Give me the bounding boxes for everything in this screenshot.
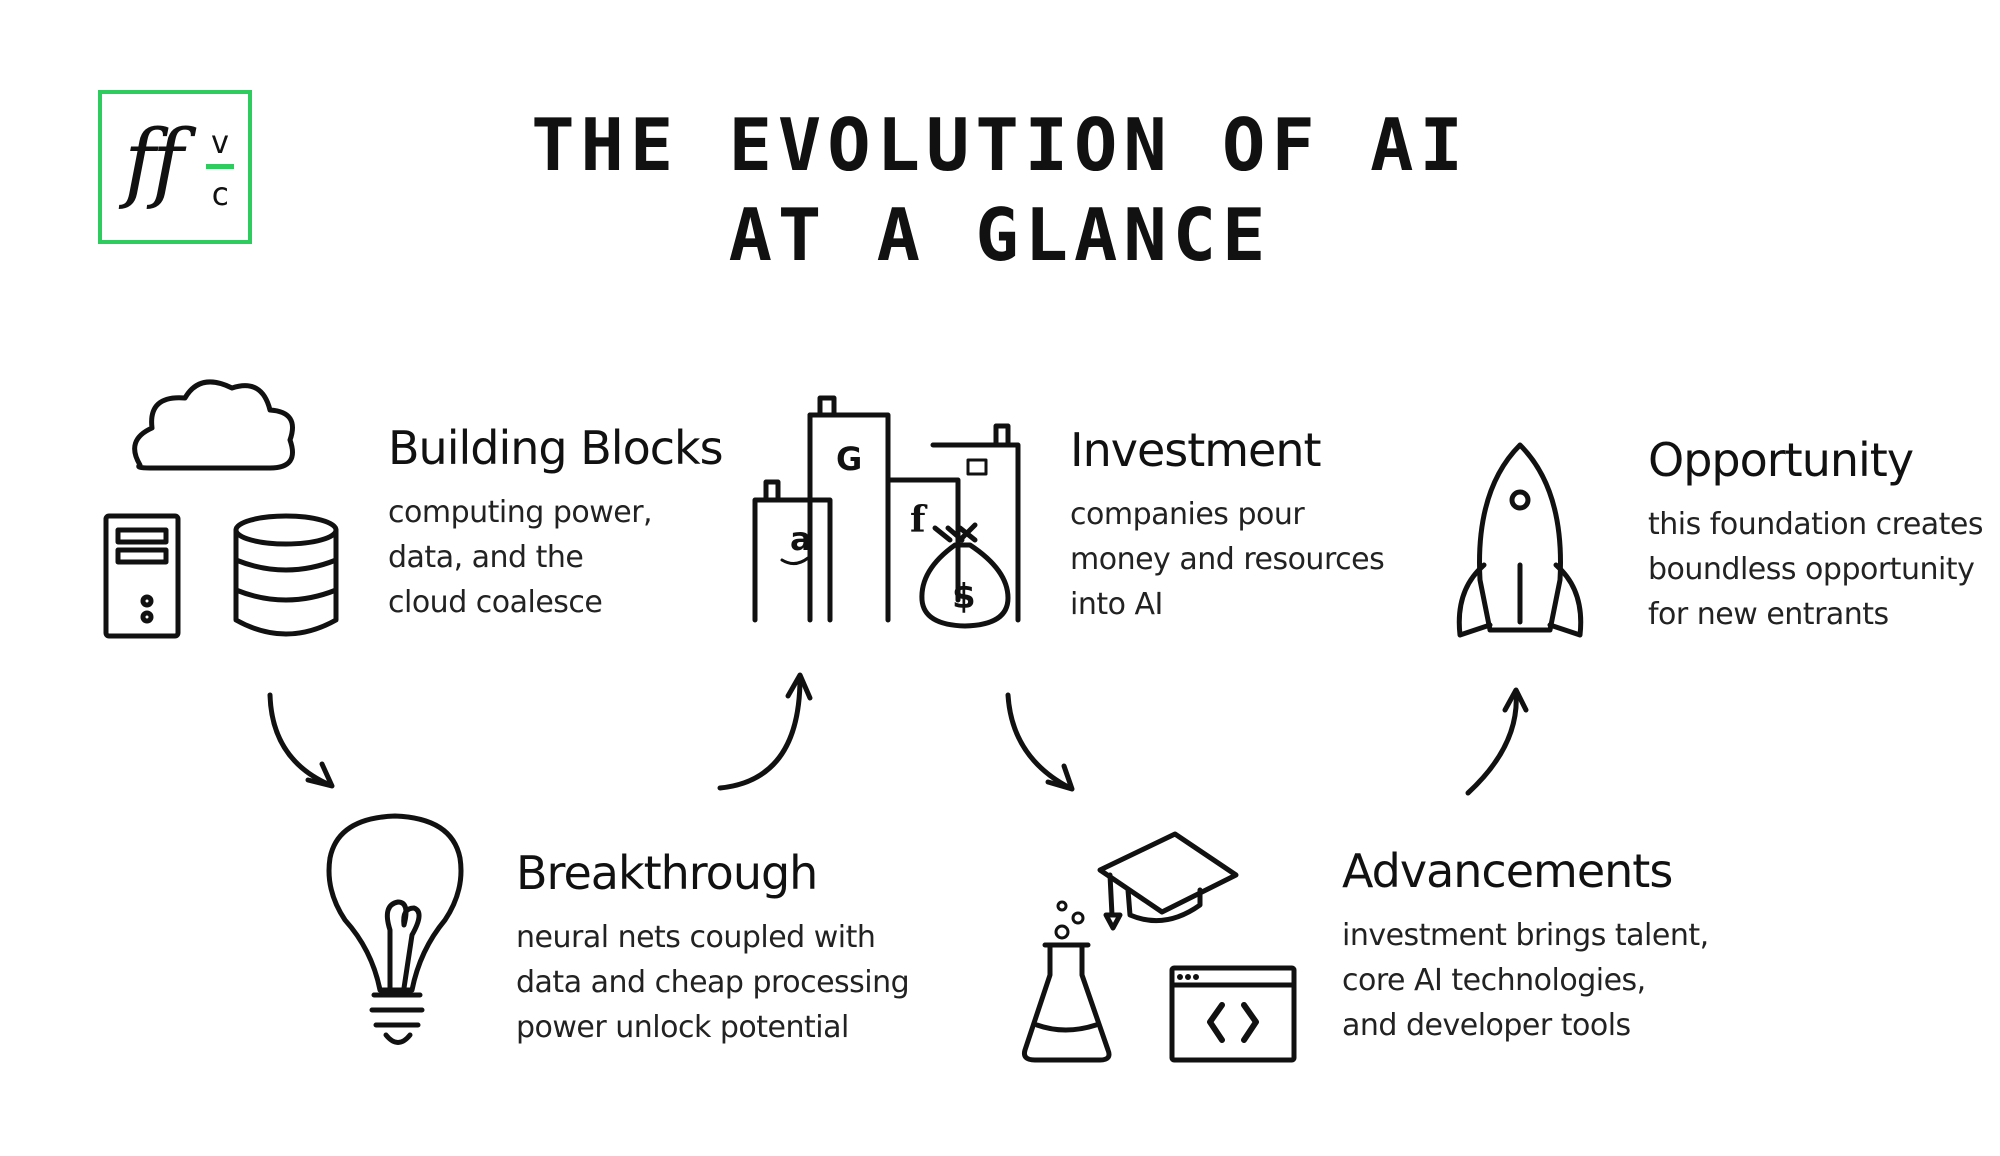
stage-description: companies pour money and resources into … — [1070, 492, 1384, 627]
stage-advancements: Advancements investment brings talent, c… — [1342, 843, 1709, 1048]
arrow-1-icon — [270, 695, 332, 786]
dollar-sign: $ — [952, 577, 976, 617]
stage-title: Advancements — [1342, 843, 1709, 899]
cloud-icon — [135, 382, 293, 468]
stage-title: Building Blocks — [388, 420, 723, 476]
stage-description: neural nets coupled with data and cheap … — [516, 915, 909, 1050]
stage-title: Investment — [1070, 422, 1384, 478]
stage-title: Opportunity — [1648, 432, 1983, 488]
stage-description: investment brings talent, core AI techno… — [1342, 913, 1709, 1048]
stage-description: this foundation creates boundless opport… — [1648, 502, 1983, 637]
server-tower-icon — [106, 516, 178, 636]
amazon-logo: a — [790, 520, 812, 558]
database-icon — [236, 516, 336, 634]
stage-building-blocks: Building Blocks computing power, data, a… — [388, 420, 723, 625]
stage-investment: Investment companies pour money and reso… — [1070, 422, 1384, 627]
facebook-logo: f — [910, 499, 928, 541]
rocket-icon — [1459, 445, 1580, 635]
arrow-4-icon — [1468, 690, 1526, 793]
google-logo: G — [836, 440, 862, 478]
lightbulb-icon — [329, 816, 461, 1043]
arrow-3-icon — [1008, 695, 1072, 789]
company-buildings-icon — [755, 398, 1018, 620]
flask-icon — [1024, 902, 1109, 1060]
stage-opportunity: Opportunity this foundation creates boun… — [1648, 432, 1983, 637]
arrow-2-icon — [720, 675, 810, 788]
graduation-cap-icon — [1100, 834, 1236, 928]
stage-breakthrough: Breakthrough neural nets coupled with da… — [516, 845, 909, 1050]
code-window-icon — [1172, 968, 1294, 1060]
stage-description: computing power, data, and the cloud coa… — [388, 490, 723, 625]
stage-title: Breakthrough — [516, 845, 909, 901]
